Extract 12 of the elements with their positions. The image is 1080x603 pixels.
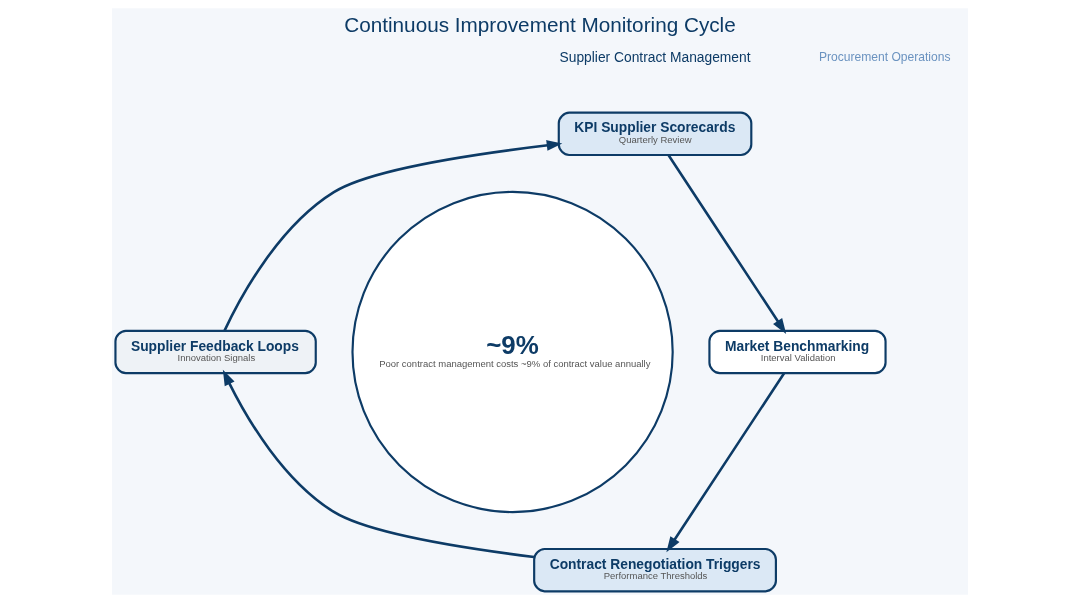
arrow (223, 140, 563, 332)
node-box: Supplier Feedback Loops Innovation Signals (114, 329, 317, 375)
label: Procurement Operations (818, 50, 951, 65)
arrow (666, 372, 786, 553)
arrow (667, 154, 787, 334)
diagram-title: Continuous Improvement Monitoring Cycle (344, 12, 736, 36)
node-box: Market Benchmarking Interval Validation (708, 329, 887, 375)
node-circle: ~9% Poor contract management costs ~9% of contract value annually (351, 190, 674, 514)
node-box: Contract Renegotiation Triggers Performance Thresholds (533, 547, 777, 593)
arrow (222, 369, 535, 559)
node-box: KPI Supplier Scorecards Quarterly Review (557, 111, 753, 157)
label: Supplier Contract Management (559, 48, 751, 65)
